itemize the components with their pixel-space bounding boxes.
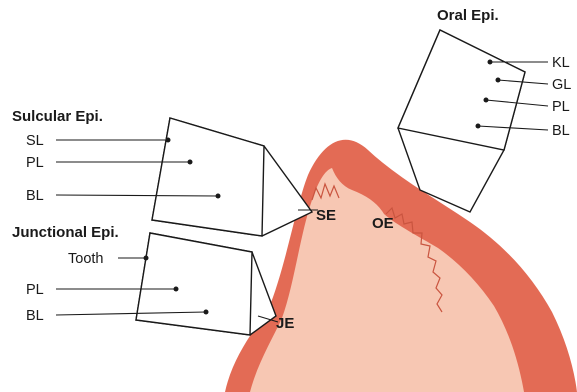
junctional-epithelium-title: Junctional Epi. — [12, 224, 119, 241]
oral-label-kl: KL — [552, 55, 570, 71]
junctional-epithelium-inset — [132, 228, 276, 338]
sulcular-label-sl: SL — [26, 133, 44, 149]
sulcular-label-pl: PL — [26, 155, 44, 171]
sulcular-epithelium-inset — [148, 110, 312, 240]
oral-label-pl: PL — [552, 99, 570, 115]
junctional-label-pl: PL — [26, 282, 44, 298]
oral-label-gl: GL — [552, 77, 571, 93]
oral-epithelium-inset — [398, 28, 540, 212]
sulcular-epithelium-title: Sulcular Epi. — [12, 108, 103, 125]
site-label-je: JE — [276, 315, 294, 332]
oral-label-bl: BL — [552, 123, 570, 139]
site-label-se: SE — [316, 207, 336, 224]
oral-epithelium-title: Oral Epi. — [437, 7, 499, 24]
junctional-label-bl: BL — [26, 308, 44, 324]
junctional-label-tooth: Tooth — [68, 251, 103, 267]
sulcular-label-bl: BL — [26, 188, 44, 204]
site-label-oe: OE — [372, 215, 394, 232]
